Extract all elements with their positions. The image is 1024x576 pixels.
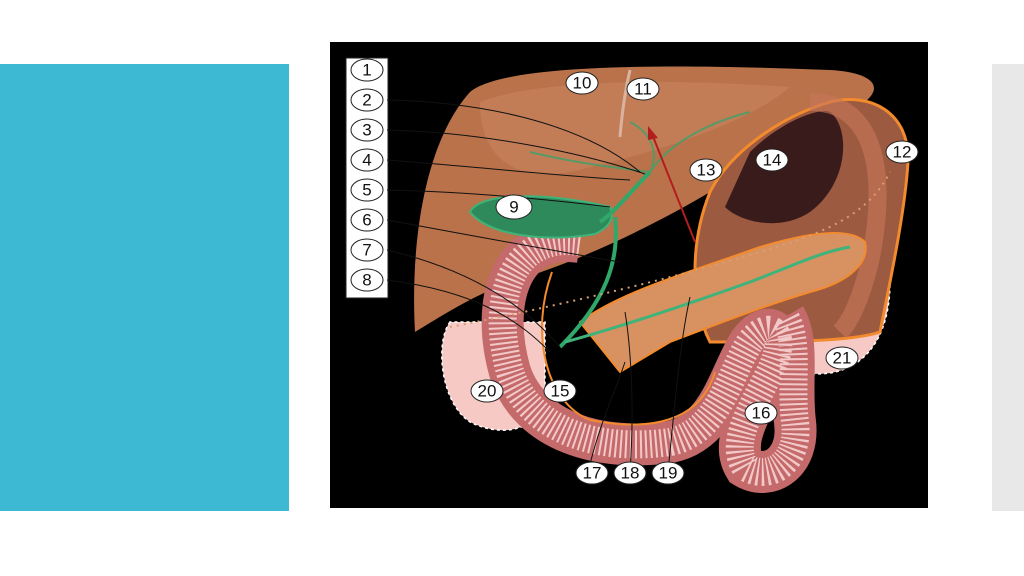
label-15: 15 (543, 379, 577, 403)
label-11: 11 (626, 77, 660, 101)
label-20: 20 (470, 379, 504, 403)
anatomy-diagram: 1 2 3 4 5 6 7 8 9 10 11 12 13 14 15 16 1… (330, 42, 928, 508)
red-arrow (651, 133, 696, 243)
duodenum-outline (541, 271, 716, 426)
svg-text:18: 18 (621, 464, 640, 483)
svg-text:19: 19 (659, 464, 678, 483)
svg-text:1: 1 (362, 61, 371, 80)
liver-highlight (480, 82, 790, 175)
pancreatic-duct (564, 245, 851, 344)
stomach-fold (809, 93, 887, 339)
label-8: 8 (350, 268, 384, 292)
label-3: 3 (350, 118, 384, 142)
svg-text:7: 7 (362, 241, 371, 260)
svg-text:20: 20 (478, 382, 497, 401)
label-13: 13 (689, 158, 723, 182)
svg-text:11: 11 (634, 80, 652, 99)
svg-text:16: 16 (752, 404, 771, 423)
common-bile-duct (558, 216, 618, 349)
label-21: 21 (825, 346, 859, 370)
svg-text:5: 5 (362, 181, 371, 200)
label-4: 4 (350, 148, 384, 172)
svg-text:4: 4 (362, 151, 371, 170)
svg-text:12: 12 (893, 143, 912, 162)
svg-text:9: 9 (509, 198, 518, 217)
svg-text:8: 8 (362, 271, 371, 290)
label-2: 2 (350, 88, 384, 112)
svg-text:2: 2 (362, 91, 371, 110)
label-6: 6 (350, 208, 384, 232)
hepatic-duct (598, 170, 652, 224)
dotted-outline-1 (449, 171, 891, 328)
label-16: 16 (744, 401, 778, 425)
leader-lines (386, 99, 691, 473)
label-12: 12 (885, 140, 919, 164)
label-5: 5 (350, 178, 384, 202)
svg-text:13: 13 (697, 161, 716, 180)
svg-text:14: 14 (763, 151, 782, 170)
label-19: 19 (651, 461, 685, 485)
svg-text:3: 3 (362, 121, 371, 140)
label-17: 17 (575, 461, 609, 485)
svg-text:15: 15 (551, 382, 570, 401)
label-10: 10 (565, 71, 599, 95)
accent-panel (0, 64, 289, 511)
label-9: 9 (495, 194, 533, 220)
duodenum-mucosa (488, 227, 810, 486)
falciform-ligament (618, 69, 632, 138)
svg-text:10: 10 (573, 74, 592, 93)
svg-text:17: 17 (583, 464, 602, 483)
label-1: 1 (350, 58, 384, 82)
svg-text:6: 6 (362, 211, 371, 230)
label-14: 14 (755, 148, 789, 172)
svg-text:21: 21 (833, 349, 852, 368)
bile-tree (529, 111, 751, 173)
label-18: 18 (613, 461, 647, 485)
side-strip (992, 64, 1024, 511)
anatomy-svg: 1 2 3 4 5 6 7 8 9 10 11 12 13 14 15 16 1… (345, 57, 919, 493)
label-7: 7 (350, 238, 384, 262)
red-arrowhead (648, 126, 658, 140)
